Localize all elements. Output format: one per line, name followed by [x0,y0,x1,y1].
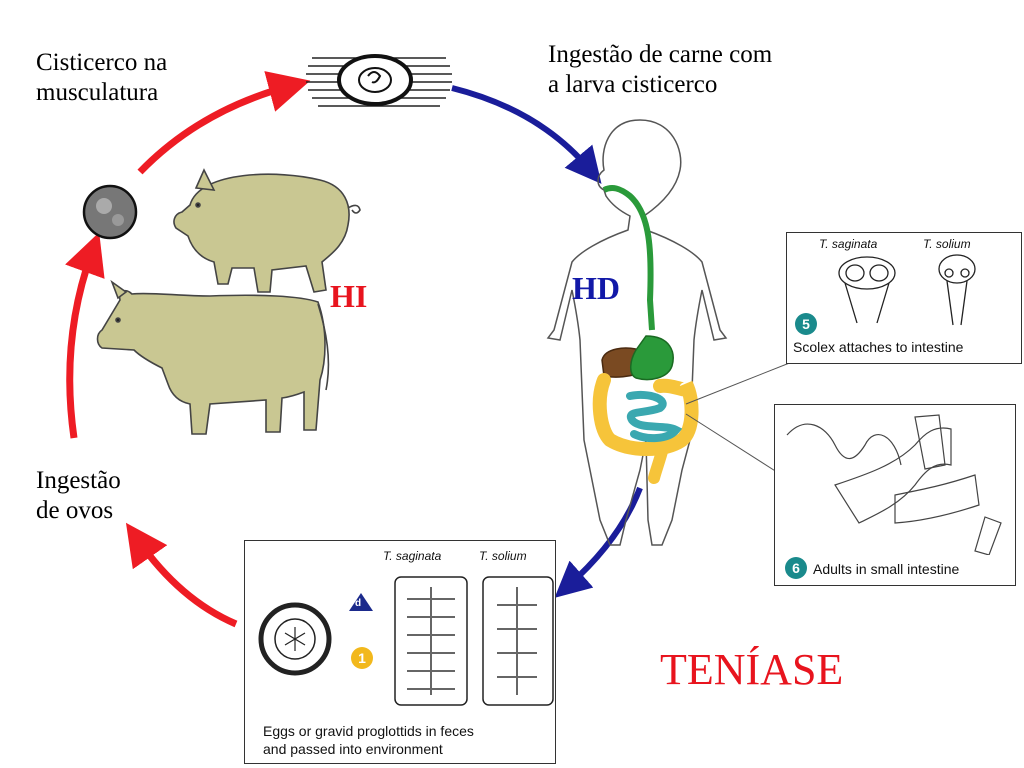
label-line: Ingestão [36,467,121,494]
step-badge-5: 5 [795,313,817,335]
eggs-species-saginata: T. saginata [383,549,442,563]
disease-title: TENÍASE [660,645,844,694]
human-illustration [546,119,728,546]
scolex-illustrations [838,254,976,326]
label-line: de ovos [36,497,114,524]
scolex-caption: Scolex attaches to intestine [793,339,964,355]
label-definitive-host: HD [572,270,620,306]
arrow-animal-to-cyst [137,71,311,175]
adults-caption: Adults in small intestine [813,561,960,577]
eggs-species-solium: T. solium [479,549,527,563]
arrow-human-to-environment [554,486,643,598]
step-badge-d: d [355,598,362,609]
scolex-species-saginata: T. saginata [819,237,878,251]
pig-illustration [173,168,361,293]
label-intermediate-host: HI [330,278,368,314]
egg-proglottid-illustrations [258,576,554,706]
label-line: musculatura [36,79,159,106]
arrow-cyst-to-human [451,85,602,184]
adult-worm-illustrations [786,414,1002,555]
muscle-cysticercus-illustration [306,54,452,107]
pointer-line-scolex [685,361,793,405]
eggs-caption-line2: and passed into environment [263,741,443,757]
pointer-line-adults [685,413,781,475]
arrow-eggs-to-animal [65,232,105,439]
label-cysticercus-muscle: Cisticerco na musculatura [36,48,167,108]
step-badge-6: 6 [785,557,807,579]
cow-illustration [96,279,330,435]
label-meat-ingestion: Ingestão de carne com a larva cisticerco [548,40,772,100]
eggs-box: T. saginata T. solium d 1 Eggs or gravid… [244,540,556,764]
adults-box: 6 Adults in small intestine [774,404,1016,586]
label-egg-ingestion: Ingestão de ovos [36,466,121,526]
eggs-caption-line1: Eggs or gravid proglottids in feces [263,723,474,739]
scolex-box: T. saginata T. solium 5 Scolex attaches … [786,232,1022,364]
step-badge-1: 1 [351,647,373,669]
scolex-species-solium: T. solium [923,237,971,251]
label-line: a larva cisticerco [548,71,718,98]
label-line: Cisticerco na [36,49,168,76]
animal-cyst-illustration [82,184,138,240]
arrow-environment-to-ingestion [125,522,238,628]
label-line: Ingestão de carne com [548,41,773,68]
